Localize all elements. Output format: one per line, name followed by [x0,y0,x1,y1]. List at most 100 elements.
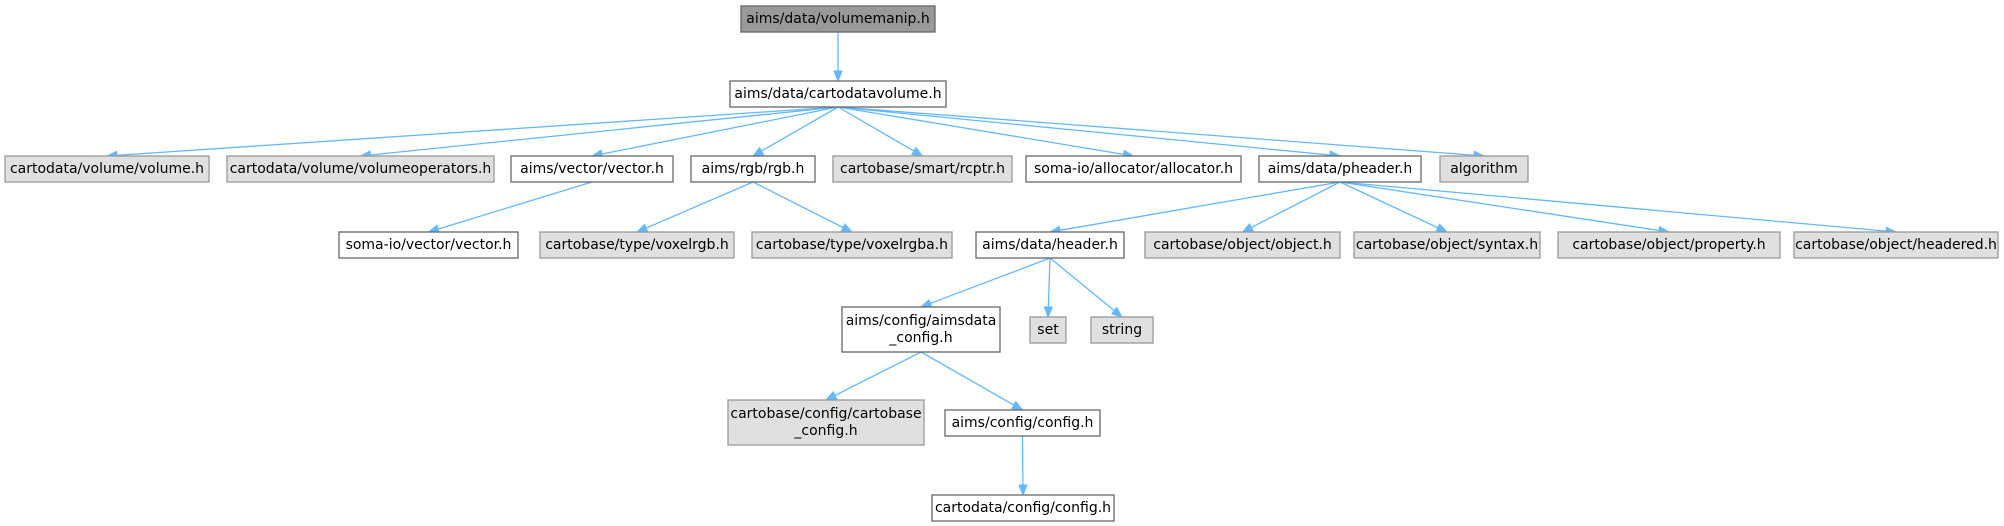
node-volumeoperators: cartodata/volume/volumeoperators.h [226,155,495,183]
edge-arrowhead [751,146,765,157]
node-cartobase_config: cartobase/config/cartobase_config.h [727,399,925,446]
node-label: aims/vector/vector.h [520,161,664,177]
edge-header-to-string [1049,257,1124,318]
node-label: string [1102,322,1142,338]
node-box [1353,231,1541,259]
node-label: cartobase/config/cartobase [730,406,921,422]
edge-line [930,257,1051,305]
node-somavector[interactable]: soma-io/vector/vector.h [338,231,519,259]
node-algorithm: algorithm [1439,155,1529,183]
node-box[interactable] [690,155,816,183]
edge-line [920,351,1015,406]
node-box[interactable] [931,494,1115,522]
node-cartodatavolume[interactable]: aims/data/cartodatavolume.h [729,80,947,108]
edge-arrowhead [1043,306,1054,319]
node-allocator[interactable]: soma-io/allocator/allocator.h [1025,155,1242,183]
edge-cartodatavolume-to-rcptr [837,106,924,157]
node-box [1439,155,1529,183]
node-rgb[interactable]: aims/rgb/rgb.h [690,155,816,183]
edge-line [837,106,1475,156]
edge-arrowhead [1018,484,1028,497]
node-box [1557,231,1781,259]
node-box[interactable] [729,80,947,108]
edge-arrowhead [840,223,854,233]
edge-aimsdata_config-to-cartobase_config [824,351,922,401]
node-label: aims/data/header.h [982,237,1118,253]
edge-arrowhead [833,70,843,83]
node-string: string [1090,316,1154,344]
node-property: cartobase/object/property.h [1557,231,1781,259]
edge-line [601,106,839,155]
node-label: aims/rgb/rgb.h [702,161,805,177]
node-label: cartobase/type/voxelrgb.h [545,237,729,253]
node-label: aims/data/pheader.h [1268,161,1413,177]
node-box [740,5,936,33]
node-label: cartodata/config/config.h [935,500,1111,516]
edge-line [834,351,922,397]
node-label: aims/config/aimsdata [846,313,997,329]
node-volume: cartodata/volume/volume.h [4,155,210,183]
node-aimsconfig[interactable]: aims/config/config.h [944,409,1101,437]
edge-line [837,106,1124,156]
edge-arrowhead [1110,306,1124,318]
node-label: cartobase/object/object.h [1153,237,1332,253]
edge-line [645,181,754,229]
node-label: _config.h [888,330,952,346]
node-aimsvector[interactable]: aims/vector/vector.h [510,155,674,183]
edge-arrowhead [919,298,933,308]
edge-line [1251,181,1341,229]
edge-volumemanip-to-cartodatavolume [833,32,843,83]
node-label: set [1037,322,1059,338]
node-box [226,155,495,183]
edge-line [752,181,844,229]
node-box[interactable] [944,409,1101,437]
node-headered: cartobase/object/headered.h [1793,231,1999,259]
node-label: soma-io/allocator/allocator.h [1034,161,1233,177]
node-voxelrgb: cartobase/type/voxelrgb.h [539,231,735,259]
edge-arrowhead [1241,222,1255,233]
node-syntax: cartobase/object/syntax.h [1353,231,1541,259]
node-box[interactable] [510,155,674,183]
node-box[interactable] [1258,155,1422,183]
edge-line [370,106,839,156]
nodes-layer: aims/data/volumemanip.h aims/data/cartoda… [4,5,1999,522]
edge-arrowhead [635,223,649,233]
edge-cartodatavolume-to-rgb [751,106,839,157]
edge-line [837,106,915,152]
edge-cartodatavolume-to-algorithm [837,106,1486,160]
node-box [1029,316,1067,344]
node-box [4,155,210,183]
node-box[interactable] [841,306,1001,353]
node-rcptr: cartobase/smart/rcptr.h [832,155,1013,183]
edge-line [1339,181,1887,232]
node-pheader[interactable]: aims/data/pheader.h [1258,155,1422,183]
node-box [539,231,735,259]
edge-line [837,106,1331,156]
edge-line [437,181,593,230]
node-voxelrgba: cartobase/type/voxelrgba.h [751,231,953,259]
node-volumemanip: aims/data/volumemanip.h [740,5,936,33]
node-label: cartobase/object/property.h [1572,237,1765,253]
node-label: cartobase/smart/rcptr.h [840,161,1005,177]
edge-header-to-aimsdata_config [919,257,1051,308]
node-cartodataconfig[interactable]: cartodata/config/config.h [931,494,1115,522]
node-box[interactable] [975,231,1125,259]
node-box[interactable] [338,231,519,259]
node-header[interactable]: aims/data/header.h [975,231,1125,259]
edge-aimsconfig-to-cartodataconfig [1018,435,1028,497]
node-aimsdata_config[interactable]: aims/config/aimsdata_config.h [841,306,1001,353]
edge-rgb-to-voxelrgb [635,181,754,233]
node-label: aims/config/config.h [952,415,1094,431]
node-box [1144,231,1341,259]
node-label: cartodata/volume/volumeoperators.h [230,161,492,177]
node-box [727,399,925,446]
node-box [1793,231,1999,259]
edge-arrowhead [1435,223,1449,233]
edge-arrowhead [1011,400,1024,411]
edge-line [1047,257,1051,308]
node-box [1090,316,1154,344]
edge-line [1059,181,1341,231]
node-box[interactable] [1025,155,1242,183]
edge-line [761,106,839,152]
